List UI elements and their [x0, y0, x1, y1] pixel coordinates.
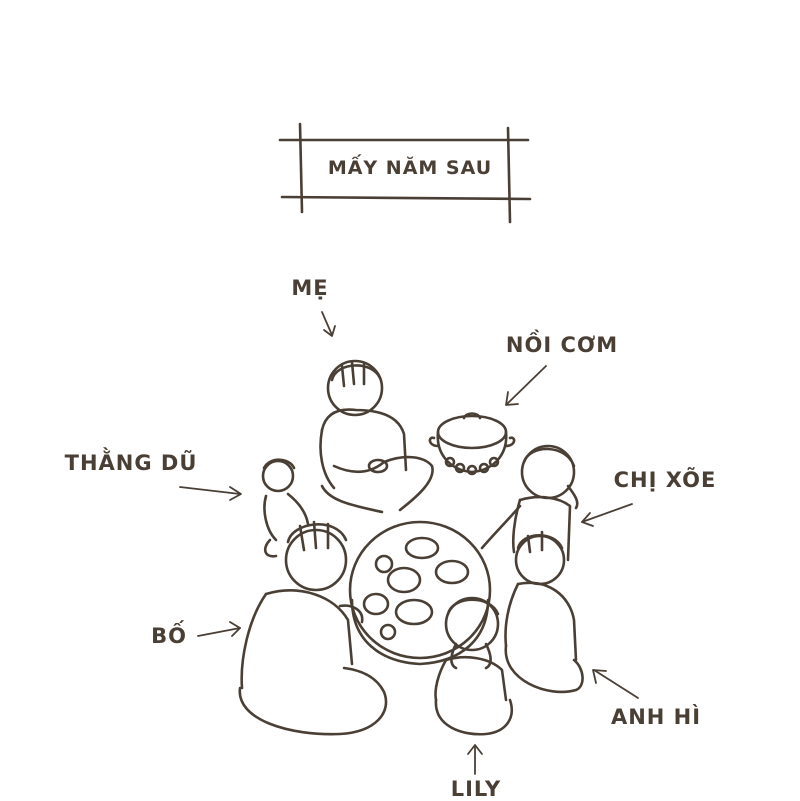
label-anh-hi: ANH HÌ — [610, 705, 702, 729]
label-thang-du: THẰNG DŨ — [64, 451, 198, 475]
figure-bo — [238, 520, 388, 736]
label-me: MẸ — [291, 276, 329, 300]
page-title: MẤY NĂM SAU — [327, 157, 493, 179]
rice-pot — [428, 412, 516, 476]
figure-anh-hi — [504, 530, 584, 694]
title-frame — [278, 122, 532, 224]
figure-lily — [434, 596, 513, 736]
label-bo: BỐ — [151, 624, 187, 648]
figure-thang-du — [261, 458, 310, 558]
label-lily: LILY — [450, 777, 502, 801]
figure-chi-xoe — [480, 444, 579, 562]
label-noi-com: NỒI CƠM — [505, 333, 619, 357]
arrow-me — [321, 311, 336, 337]
food-tray — [348, 520, 492, 666]
arrow-chi-xoe — [581, 503, 633, 527]
figure-me — [319, 359, 434, 514]
arrow-bo — [197, 621, 241, 637]
arrow-thang-du — [179, 486, 242, 501]
label-chi-xoe: CHỊ XÕE — [613, 468, 717, 492]
arrow-anh-hi — [592, 669, 639, 699]
arrow-lily — [467, 744, 483, 775]
arrow-noi-com — [505, 365, 547, 406]
